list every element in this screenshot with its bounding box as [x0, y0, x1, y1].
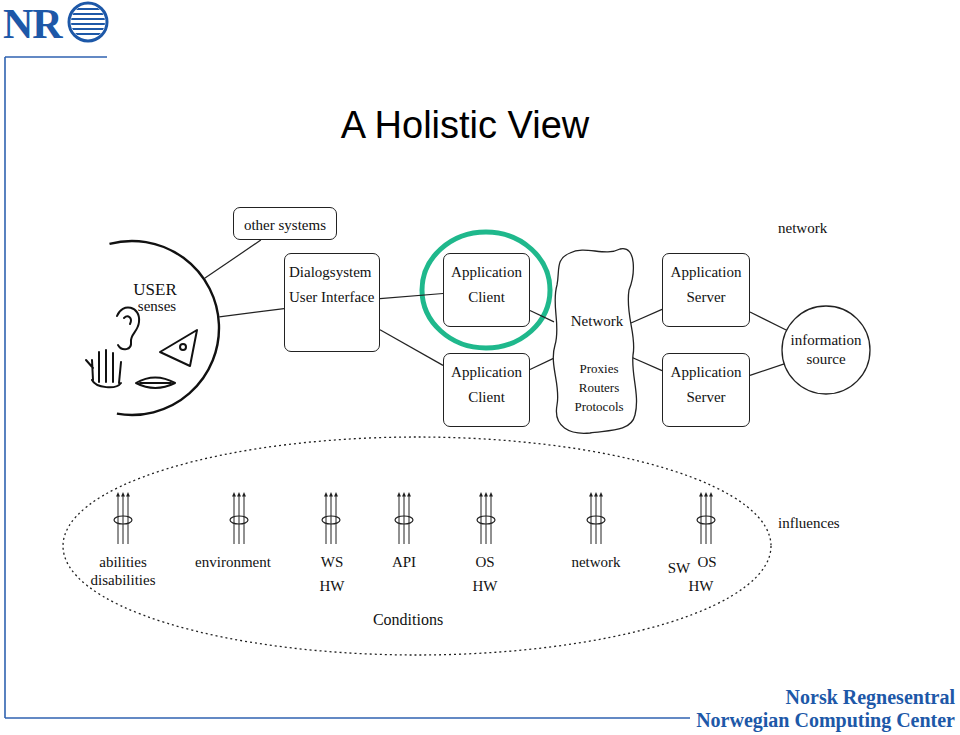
- condition-label: network: [571, 553, 620, 571]
- influence-arrow: [123, 494, 124, 544]
- region-label: influences: [778, 514, 840, 532]
- process-box: Application Client: [443, 353, 530, 427]
- region-label: network: [778, 219, 827, 237]
- influence-symbols: [114, 494, 715, 544]
- connector: [631, 357, 662, 371]
- user-head-outline: [43, 238, 221, 418]
- condition-label: HW: [320, 577, 345, 595]
- influence-arrow: [711, 494, 712, 544]
- influence-arrow: [404, 494, 405, 544]
- node-text: Application Server: [667, 260, 745, 310]
- conditions-region: Conditions: [62, 436, 772, 656]
- slide-title: A Holistic View: [341, 104, 590, 147]
- logo-icon: [66, 3, 110, 41]
- node-text: Conditions: [373, 611, 443, 629]
- influence-arrow: [596, 494, 597, 544]
- footer-text: Norsk Regnesentral: [786, 686, 955, 708]
- influence-arrow: [601, 494, 602, 544]
- process-box: Application Server: [662, 253, 750, 327]
- connector: [205, 240, 261, 278]
- node-text: information source: [786, 331, 866, 369]
- influence-arrow: [244, 494, 245, 544]
- influence-arrow: [491, 494, 492, 544]
- condition-label: abilities disabilities: [84, 553, 162, 589]
- influence-arrow: [239, 494, 240, 544]
- node-text: senses: [138, 298, 176, 315]
- connector: [631, 309, 662, 323]
- influence-ring: [230, 516, 248, 524]
- ellipse-node: information source: [781, 305, 871, 395]
- process-box: Application Client: [443, 253, 530, 327]
- page-frame: [5, 57, 690, 718]
- influence-arrow: [331, 494, 332, 544]
- condition-label: API: [392, 553, 416, 571]
- influence-ring: [114, 516, 132, 524]
- node-text: Dialogsystem User Interface: [289, 260, 375, 310]
- network-cloud: NetworkProxies Routers Protocols: [545, 245, 640, 435]
- node-text: USER: [133, 280, 176, 300]
- influence-arrow: [409, 494, 410, 544]
- influence-ring: [322, 516, 340, 524]
- condition-label: HW: [473, 577, 498, 595]
- condition-label: WS: [321, 553, 344, 571]
- influence-arrow: [481, 494, 482, 544]
- node-text: Proxies Routers Protocols: [568, 359, 630, 416]
- process-box: Application Server: [662, 353, 750, 427]
- user-head: USERsenses: [43, 238, 221, 418]
- condition-label: OS: [475, 553, 494, 571]
- logo-text: NR: [3, 3, 62, 45]
- condition-label: HW: [689, 577, 714, 595]
- influence-arrow: [128, 494, 129, 544]
- node-text: other systems: [244, 216, 326, 234]
- connector: [750, 312, 787, 330]
- influence-arrow: [118, 494, 119, 544]
- connector: [219, 309, 284, 317]
- ellipse-node-outline: [781, 305, 871, 395]
- process-box: other systems: [233, 207, 337, 240]
- connector: [750, 364, 784, 375]
- influence-ring: [395, 516, 413, 524]
- connector: [380, 294, 443, 299]
- influence-ring: [477, 516, 495, 524]
- node-text: Network: [562, 313, 632, 330]
- connector: [530, 358, 554, 369]
- influence-arrow: [336, 494, 337, 544]
- influence-ring: [697, 516, 715, 524]
- highlight-ring: [422, 232, 550, 348]
- condition-label: environment: [195, 553, 271, 571]
- node-text: Application Client: [448, 260, 525, 310]
- node-text: Application Client: [448, 360, 525, 410]
- node-text: Application Server: [667, 360, 745, 410]
- connector: [530, 311, 554, 322]
- influence-arrow: [399, 494, 400, 544]
- influence-arrow: [701, 494, 702, 544]
- footer-text: Norwegian Computing Center: [696, 709, 955, 731]
- influence-arrow: [486, 494, 487, 544]
- influence-arrow: [326, 494, 327, 544]
- face-drawing: [86, 307, 197, 388]
- influence-arrow: [591, 494, 592, 544]
- influence-arrow: [234, 494, 235, 544]
- condition-label: OS: [697, 553, 716, 571]
- influence-arrow: [706, 494, 707, 544]
- process-box: Dialogsystem User Interface: [284, 253, 380, 352]
- influence-ring: [587, 516, 605, 524]
- connector: [380, 330, 443, 366]
- condition-label: SW: [668, 559, 691, 577]
